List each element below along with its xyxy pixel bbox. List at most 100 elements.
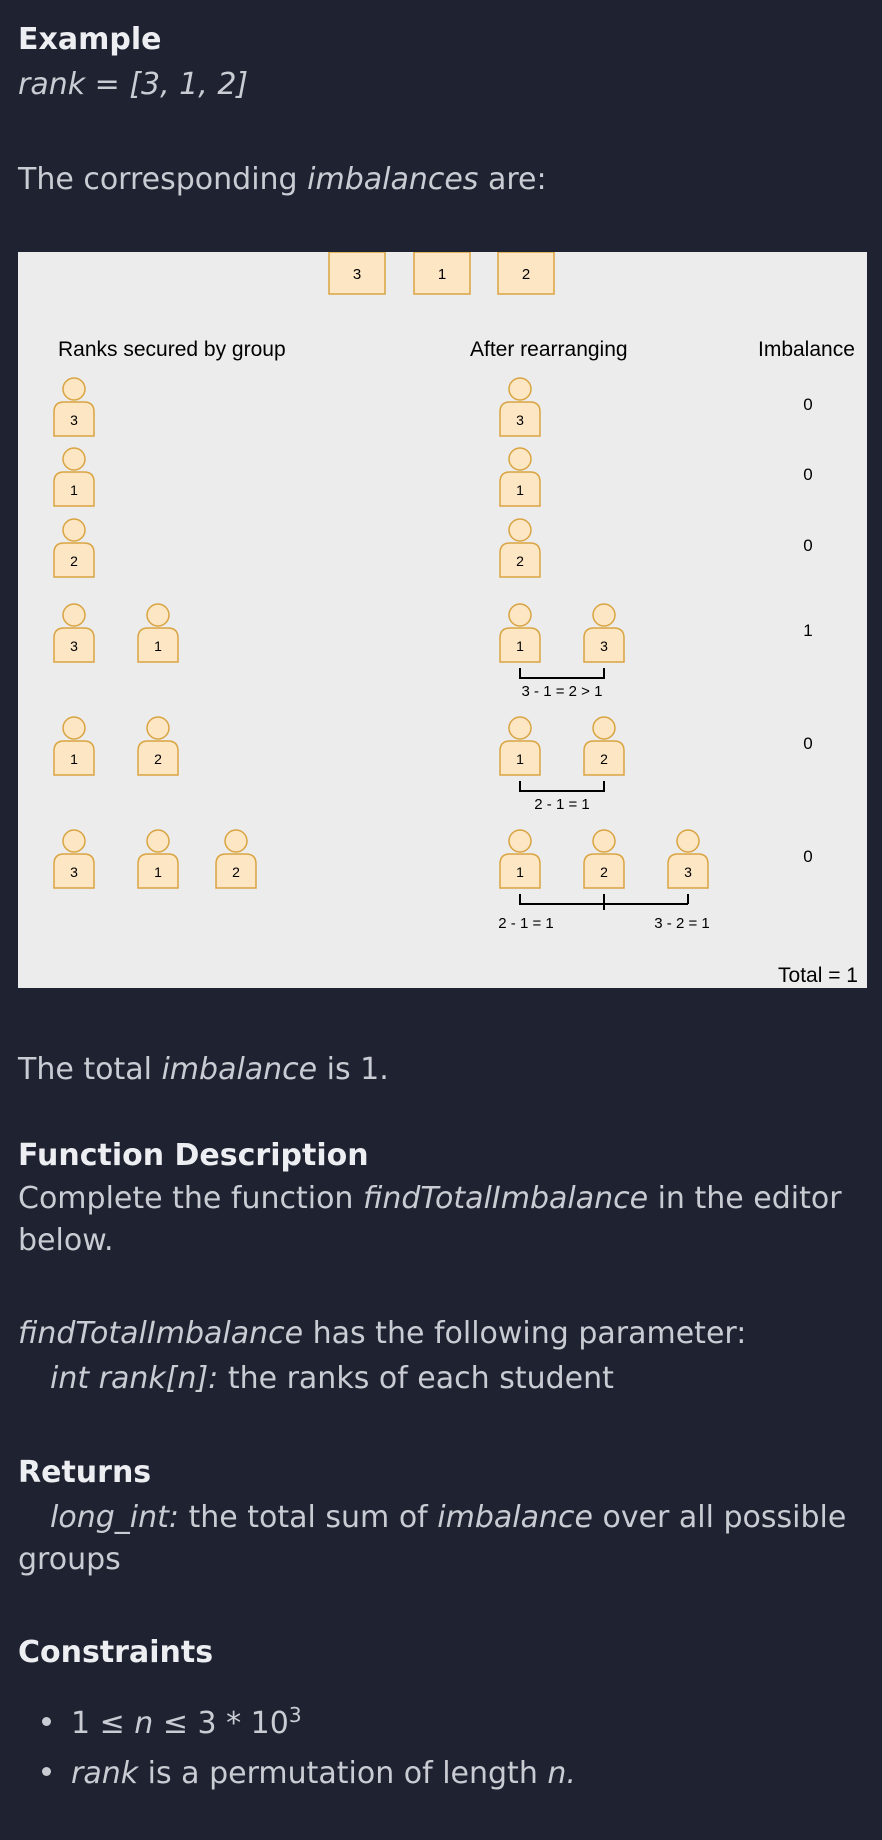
group-person-left-head <box>62 603 86 627</box>
group-person-right-body <box>499 542 541 578</box>
params-line: findTotalImbalance has the following par… <box>18 1316 747 1351</box>
group-person-left-head <box>62 377 86 401</box>
returns-line1: long_int: the total sum of imbalance ove… <box>50 1500 847 1535</box>
imbalance-value: 1 <box>803 621 812 640</box>
function-description-line2: below. <box>18 1223 114 1258</box>
group-person-right-head <box>676 829 700 853</box>
group-person-left-body <box>53 853 95 889</box>
function-description-line1: Complete the function findTotalImbalance… <box>18 1181 842 1216</box>
group-person-left-head <box>224 829 248 853</box>
group-person-right-body <box>499 471 541 507</box>
returns-heading: Returns <box>18 1455 152 1490</box>
group-person-right-label: 2 <box>600 864 608 880</box>
group-person-right-head <box>508 377 532 401</box>
group-bracket <box>519 668 605 679</box>
group-person-right-label: 1 <box>516 751 524 767</box>
group-person-left-head <box>146 829 170 853</box>
top-rank-box-label: 2 <box>522 266 530 283</box>
example-rank-line: rank = [3, 1, 2] <box>18 67 249 102</box>
col-mid-title: After rearranging <box>470 338 628 361</box>
group-person-right-head <box>508 829 532 853</box>
group-person-right-body <box>583 853 625 889</box>
returns-line2: groups <box>18 1542 121 1577</box>
imbalance-value: 0 <box>803 847 812 866</box>
top-rank-box-label: 1 <box>438 266 446 283</box>
group-person-left-label: 2 <box>70 553 78 569</box>
group-person-right-body <box>583 627 625 663</box>
group-person-left-head <box>62 518 86 542</box>
col-right-title: Imbalance <box>758 338 855 361</box>
corresponding-text: The corresponding imbalances are: <box>18 162 547 197</box>
group-person-left-label: 2 <box>232 864 240 880</box>
group-person-right-body <box>499 401 541 437</box>
group-person-left-head <box>62 829 86 853</box>
difference-note: 2 - 1 = 1 <box>534 796 589 813</box>
difference-note: 3 - 2 = 1 <box>654 915 709 932</box>
group-person-left-body <box>53 401 95 437</box>
imbalance-value: 0 <box>803 536 812 555</box>
group-bracket <box>519 781 605 792</box>
group-person-right-label: 3 <box>600 638 608 654</box>
group-person-left-label: 2 <box>154 751 162 767</box>
group-person-right-head <box>592 829 616 853</box>
top-rank-box <box>497 252 555 295</box>
group-person-left-label: 1 <box>154 864 162 880</box>
group-person-left-head <box>62 716 86 740</box>
difference-note: 3 - 1 = 2 > 1 <box>522 683 603 700</box>
imbalance-value: 0 <box>803 465 812 484</box>
top-rank-box <box>328 252 386 295</box>
group-person-right-label: 1 <box>516 638 524 654</box>
param-rank: int rank[n]: the ranks of each student <box>50 1361 614 1396</box>
group-person-left-head <box>62 447 86 471</box>
total-imbalance-text: The total imbalance is 1. <box>18 1052 389 1087</box>
col-left-title: Ranks secured by group <box>58 338 286 361</box>
group-person-left-body <box>137 853 179 889</box>
top-rank-box <box>413 252 471 295</box>
group-person-left-label: 1 <box>70 482 78 498</box>
top-rank-box-label: 3 <box>353 266 361 283</box>
example-heading: Example <box>18 22 162 57</box>
group-person-right-label: 1 <box>516 482 524 498</box>
group-person-left-body <box>53 627 95 663</box>
group-person-right-label: 3 <box>684 864 692 880</box>
group-person-right-label: 2 <box>600 751 608 767</box>
group-person-right-head <box>508 603 532 627</box>
group-person-left-body <box>53 471 95 507</box>
group-person-left-body <box>53 542 95 578</box>
group-person-right-label: 2 <box>516 553 524 569</box>
constraint-item-1: 1 ≤ n ≤ 3 * 103 <box>42 1705 302 1741</box>
total-label: Total = 1 <box>778 964 858 987</box>
constraint-item-2: rank is a permutation of length n. <box>42 1756 576 1791</box>
group-person-left-body <box>53 740 95 776</box>
group-person-left-head <box>146 603 170 627</box>
group-person-right-body <box>499 627 541 663</box>
bullet-icon <box>42 1717 51 1726</box>
group-person-right-head <box>508 447 532 471</box>
group-person-left-head <box>146 716 170 740</box>
imbalance-value: 0 <box>803 734 812 753</box>
group-person-right-head <box>592 603 616 627</box>
group-person-right-body <box>499 853 541 889</box>
imbalance-value: 0 <box>803 395 812 414</box>
group-person-left-label: 3 <box>70 864 78 880</box>
difference-note: 2 - 1 = 1 <box>498 915 553 932</box>
group-person-right-body <box>499 740 541 776</box>
group-person-right-head <box>508 518 532 542</box>
group-person-right-body <box>667 853 709 889</box>
constraints-heading: Constraints <box>18 1635 214 1670</box>
group-person-left-body <box>137 627 179 663</box>
group-bracket <box>519 894 605 905</box>
group-person-right-head <box>592 716 616 740</box>
group-person-right-body <box>583 740 625 776</box>
function-description-heading: Function Description <box>18 1138 369 1173</box>
group-person-left-label: 3 <box>70 638 78 654</box>
group-person-left-label: 3 <box>70 412 78 428</box>
bullet-icon <box>42 1767 51 1776</box>
group-person-left-body <box>137 740 179 776</box>
group-person-left-body <box>215 853 257 889</box>
group-person-right-label: 3 <box>516 412 524 428</box>
group-person-right-label: 1 <box>516 864 524 880</box>
